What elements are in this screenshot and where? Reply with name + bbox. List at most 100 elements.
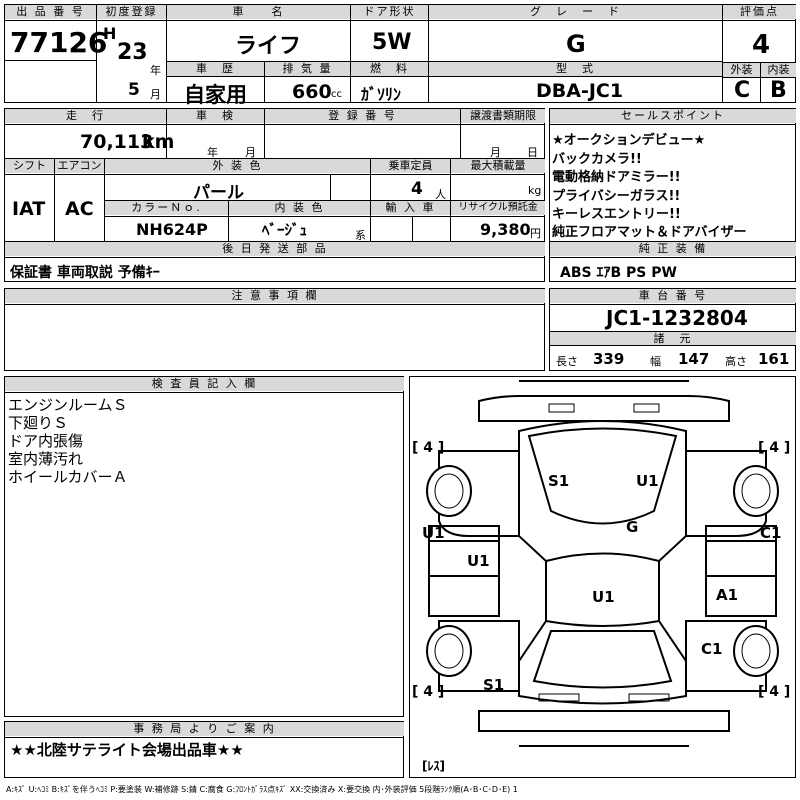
capacity-unit: 人 xyxy=(435,188,446,201)
chassis-box xyxy=(549,288,796,371)
chassis-value: JC1-1232804 xyxy=(606,306,748,330)
details-block xyxy=(4,108,545,282)
length-value: 339 xyxy=(593,350,625,368)
mileage-value: 70,113 xyxy=(80,131,154,153)
notes-label: 注 意 事 項 欄 xyxy=(5,289,545,303)
tire-front-left: [ 4 ] xyxy=(412,440,445,456)
inspection-label: 車 検 xyxy=(167,109,264,123)
color-no-value: NH624P xyxy=(136,220,208,239)
sales-line: 電動格納ドアミラー!! xyxy=(552,170,681,185)
vehicle-diagram xyxy=(409,376,796,778)
door-label: ドア形状 xyxy=(351,5,428,19)
exterior-label: 外装 xyxy=(723,63,760,77)
width-label: 幅 xyxy=(650,355,661,368)
spare-tire-label: [ﾚｽ] xyxy=(422,759,445,773)
car-name: ライフ xyxy=(235,34,302,59)
fuel-value: ｶﾞｿﾘﾝ xyxy=(361,85,402,104)
header-block xyxy=(4,4,796,103)
damage-mark: U1 xyxy=(467,552,490,570)
shift-value: IAT xyxy=(12,198,46,220)
recycle-label: リサイクル預託金 xyxy=(451,201,545,215)
capacity-label: 乗車定員 xyxy=(371,159,450,173)
damage-mark: C1 xyxy=(701,640,723,658)
tire-rear-left: [ 4 ] xyxy=(412,684,445,700)
displacement-unit: cc xyxy=(331,89,342,100)
specs-label: 諸 元 xyxy=(550,332,796,345)
ac-label: エアコン xyxy=(55,159,104,173)
notes-box xyxy=(4,288,545,371)
transfer-month-unit: 月 xyxy=(490,146,501,159)
inspector-line: ホイールカバーＡ xyxy=(8,468,128,486)
ac-value: AC xyxy=(65,198,94,220)
sales-line: プライバシーガラス!! xyxy=(552,189,681,204)
ext-color-label: 外 装 色 xyxy=(105,159,370,173)
sales-line: バックカメラ!! xyxy=(552,152,642,167)
office-label: 事 務 局 よ り ご 案 内 xyxy=(5,722,404,736)
sales-line: 純正フロアマット＆ドアバイザー xyxy=(552,225,747,240)
score-value: 4 xyxy=(752,30,771,60)
shift-label: シフト xyxy=(5,159,54,173)
lot-label: 出 品 番 号 xyxy=(5,5,96,19)
reg-month: 5 xyxy=(128,80,140,100)
damage-mark: U1 xyxy=(592,588,615,606)
inspector-line: 室内薄汚れ xyxy=(8,450,84,468)
later-parts-label: 後 日 発 送 部 品 xyxy=(5,242,545,256)
grade-label: グ レ ー ド xyxy=(429,5,722,19)
damage-mark: A1 xyxy=(716,586,739,604)
sales-point-box xyxy=(549,108,796,282)
ext-color-value: パール xyxy=(193,183,244,203)
month-unit: 月 xyxy=(150,88,161,101)
sales-line: ★オークションデビュー★ xyxy=(552,133,706,148)
capacity-value: 4 xyxy=(411,179,423,199)
chassis-label: 車 台 番 号 xyxy=(550,289,796,303)
office-box xyxy=(4,721,404,778)
sales-point-label: セールスポイント xyxy=(550,109,796,123)
car-name-label: 車 名 xyxy=(167,5,350,19)
width-value: 147 xyxy=(678,350,710,368)
sales-line: キーレスエントリー!! xyxy=(552,207,681,222)
damage-mark: U1 xyxy=(636,472,659,490)
import-label: 輸 入 車 xyxy=(371,201,450,215)
inspector-line: ドア内張傷 xyxy=(8,432,84,450)
first-reg-label: 初度登録 xyxy=(97,5,166,19)
displacement-value: 660 xyxy=(292,81,332,103)
damage-mark: U1 xyxy=(422,524,445,542)
door-value: 5W xyxy=(372,30,412,55)
recycle-value: 9,380 xyxy=(480,220,531,239)
reg-no-label: 登 録 番 号 xyxy=(265,109,460,123)
car-outline-diagram xyxy=(426,380,779,747)
fuel-label: 燃 料 xyxy=(351,62,428,76)
mileage-label: 走 行 xyxy=(5,109,166,123)
int-color-label: 内 装 色 xyxy=(229,201,370,215)
equipment-value: ABS ｴｱB PS PW xyxy=(560,265,677,281)
length-label: 長さ xyxy=(556,355,578,368)
damage-mark: G xyxy=(626,518,639,536)
inspector-line: 下廻りＳ xyxy=(8,414,69,432)
int-color-unit: 系 xyxy=(355,229,366,242)
model-label: 型 式 xyxy=(429,62,722,76)
inspector-line: エンジンルームＳ xyxy=(8,396,128,414)
year-unit: 年 xyxy=(150,64,161,77)
history-label: 車 歴 xyxy=(167,62,264,76)
insp-year-unit: 年 xyxy=(207,146,218,159)
height-value: 161 xyxy=(758,350,790,368)
mileage-unit: km xyxy=(142,131,175,153)
color-no-label: カラーＮｏ. xyxy=(105,201,228,215)
reg-year: 23 xyxy=(117,40,148,65)
inspector-label: 検 査 員 記 入 欄 xyxy=(5,377,404,391)
lot-value: 77126 xyxy=(10,26,108,59)
grade-value: G xyxy=(566,30,586,58)
transfer-label: 譲渡書類期限 xyxy=(461,109,545,123)
later-parts-value: 保証書 車両取説 予備ｷｰ xyxy=(10,265,160,281)
displacement-label: 排 気 量 xyxy=(265,62,350,76)
era: H xyxy=(103,24,117,43)
damage-mark: S1 xyxy=(483,676,505,694)
inspector-box xyxy=(4,376,404,717)
office-value: ★★北陸サテライト会場出品車★★ xyxy=(10,741,244,759)
equipment-label: 純 正 装 備 xyxy=(550,242,796,256)
damage-mark: S1 xyxy=(548,472,570,490)
history-value: 自家用 xyxy=(184,83,247,107)
max-load-label: 最大積載量 xyxy=(451,159,545,173)
interior-value: B xyxy=(770,78,787,103)
model-value: DBA-JC1 xyxy=(536,80,624,102)
